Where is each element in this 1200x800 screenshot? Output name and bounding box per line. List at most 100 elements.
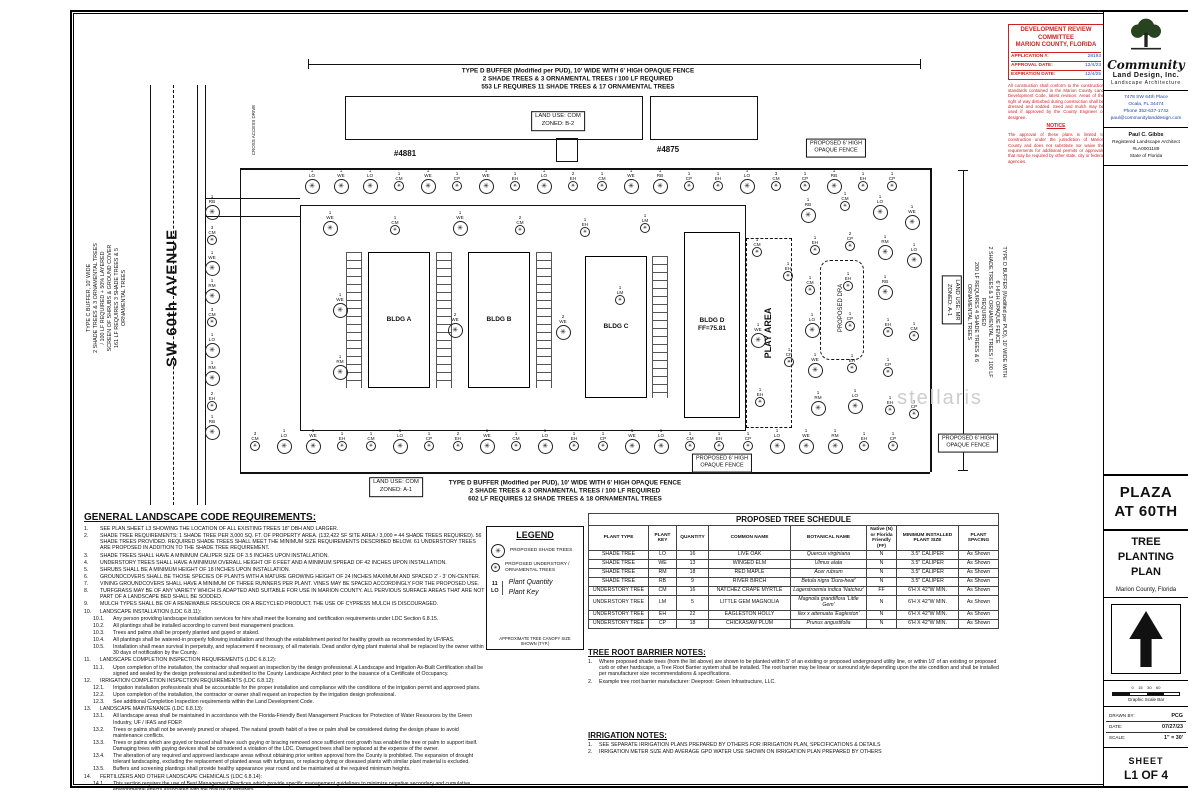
schedule-cell: WINGED ELM [708,559,791,570]
tree-symbol: ✳1 CP [743,430,753,451]
tree-label: 1 LO [773,428,781,439]
architect-license: #LA0001189 [1132,146,1160,152]
schedule-cell: 13 [676,559,709,570]
note-number: 10.5. [93,644,105,651]
note-text: MULCH TYPES SHALL BE OF A RENEWABLE RESO… [100,601,439,608]
tree-symbol: ✳1 EH [337,430,347,451]
legend-qty-label: Plant Quantity [508,578,553,586]
tree-symbol: ✳1 EH [810,234,820,255]
schedule-cell: Prunus angustifolia [790,619,867,629]
schedule-cell: 3.5" CALIPER [896,568,959,579]
general-notes-title: GENERAL LANDSCAPE CODE REQUIREMENTS: [84,512,317,523]
scale-bar-ticks: 0 15 30 60 [1131,685,1161,690]
general-note-item: 13.2.Trees or palms shall not be severel… [84,727,486,739]
tree-symbol: ✳1 EH [783,260,793,281]
tree-label: 1 CP [846,310,854,321]
plan-line [920,59,921,69]
tree-symbol: ✳1 WE [479,428,495,454]
info-label: SCALE: [1109,735,1126,740]
schedule-cell: 18 [676,568,709,579]
schedule-header-cell: QUANTITY [676,525,709,552]
building: BLDG D FF=75.81 [684,232,740,418]
tree-label: 1 LO [308,168,316,179]
note-number: 12.3. [93,699,105,706]
legend-qty-key-labels: Plant Quantity Plant Key [509,578,553,599]
general-note-item: 9.MULCH TYPES SHALL BE OF A RENEWABLE RE… [84,601,486,607]
tree-label: 1 EH [511,170,519,181]
note-number: 2. [588,749,593,756]
general-note-item: 5.SHRUBS SHALL BE A MINIMUM HEIGHT OF 18… [84,567,486,573]
tree-label: 3 CM [208,306,216,317]
sheet-number: L1 OF 4 [1123,768,1168,782]
architect-section: Paul C. Gibbs Registered Landscape Archi… [1104,128,1188,166]
tree-symbol: ✳1 CM [840,190,850,211]
note-text: IRRIGATION METER SIZE AND AVERAGE GPD WA… [599,749,882,756]
schedule-header-cell: Native (N) or Florida Friendly (FF) [866,525,897,552]
note-number: 12.2. [93,692,105,698]
note-text: Trees and palms shall be properly plante… [113,629,260,636]
tree-symbol: ✳2 WE [447,312,463,338]
legend-shade-row: ✳ PROPOSED SHADE TREES [491,544,579,558]
plan-outline [746,238,792,428]
tree-label: 1 EH [570,430,578,441]
tree-label: 1 RM [336,354,344,365]
note-number: 1. [84,526,89,532]
firm-phone: Phone 352-637-1742 [1123,108,1169,114]
tree-symbol: ✳1 EH [713,170,723,191]
schedule-cell: 6'H X 42"W MIN. [896,595,959,612]
firm-logo-section: Community Land Design, Inc. Landscape Ar… [1104,12,1188,91]
architect-state: State of Florida [1129,153,1163,159]
tree-label: 1 EH [811,234,819,245]
schedule-cell: N [866,619,897,629]
schedule-cell: 6'H X 42"W MIN. [896,619,959,629]
schedule-cell: As Shown [957,610,1000,620]
note-text: This section requires the use of Best Ma… [113,780,471,790]
tree-label: 1 LO [366,168,374,179]
title-block: Community Land Design, Inc. Landscape Ar… [1103,12,1188,786]
note-text: Where proposed shade trees (from the lis… [599,659,999,678]
tree-label: 1 EH [844,270,852,281]
tree-symbol: ✳1 EH [843,270,853,291]
general-note-item: 12.IRRIGATION COMPLETION INSPECTION REQU… [84,678,486,684]
tree-symbol: ✳1 CP [887,170,897,191]
tree-symbol: ✳1 WE [623,168,639,194]
tree-label: 1 CP [685,170,693,181]
note-text: LANDSCAPE MAINTENANCE (LDC 6.8.13): [100,706,204,713]
drc-label: EXPIRATION DATE: [1011,71,1056,77]
legend-key-value: LO [491,588,499,594]
tree-label: 1 CM [395,170,403,181]
schedule-cell: As Shown [957,586,1000,597]
tree-symbol: ✳1 RM [877,234,893,260]
tree-label: 1 CP [910,398,918,409]
note-text: LANDSCAPE COMPLETION INSPECTION REQUIREM… [100,657,277,664]
tree-label: 2 EH [454,430,462,441]
tree-label: 1 CM [367,430,375,441]
note-number: 13. [84,706,92,713]
tree-symbol: ✳1 CP [452,170,462,191]
schedule-header-cell: MINIMUM INSTALLED PLANT SIZE [896,525,959,552]
tree-symbol: ✳1 EH [859,430,869,451]
schedule-cell: LITTLE GEM MAGNOLIA [708,595,791,612]
tree-symbol: ✳1 WE [305,428,321,454]
parking-row [536,252,552,388]
tree-label: 1 CP [453,170,461,181]
plan-outline [650,96,758,140]
watermark: stellaris [897,387,983,409]
note-number: 4. [84,559,89,566]
tree-symbol: ✳1 LO [362,168,378,194]
tree-label: 1 EH [860,430,868,441]
schedule-cell: SHADE TREE [588,577,649,588]
schedule-cell: 16 [676,586,709,597]
note-number: 14.1. [93,780,105,787]
info-label: DATE: [1109,724,1123,729]
plan-line [963,170,964,470]
schedule-cell: SHADE TREE [588,559,649,570]
schedule-cell: NATCHEZ CRAPE MYRTLE [708,586,791,597]
note-item: 2. IRRIGATION METER SIZE AND AVERAGE GPD … [588,749,1002,755]
tree-symbol: ✳1 WE [478,168,494,194]
tree-label: 1 LO [910,242,918,253]
info-value: 07/27/23 [1162,724,1183,730]
plan-outline [300,205,746,431]
